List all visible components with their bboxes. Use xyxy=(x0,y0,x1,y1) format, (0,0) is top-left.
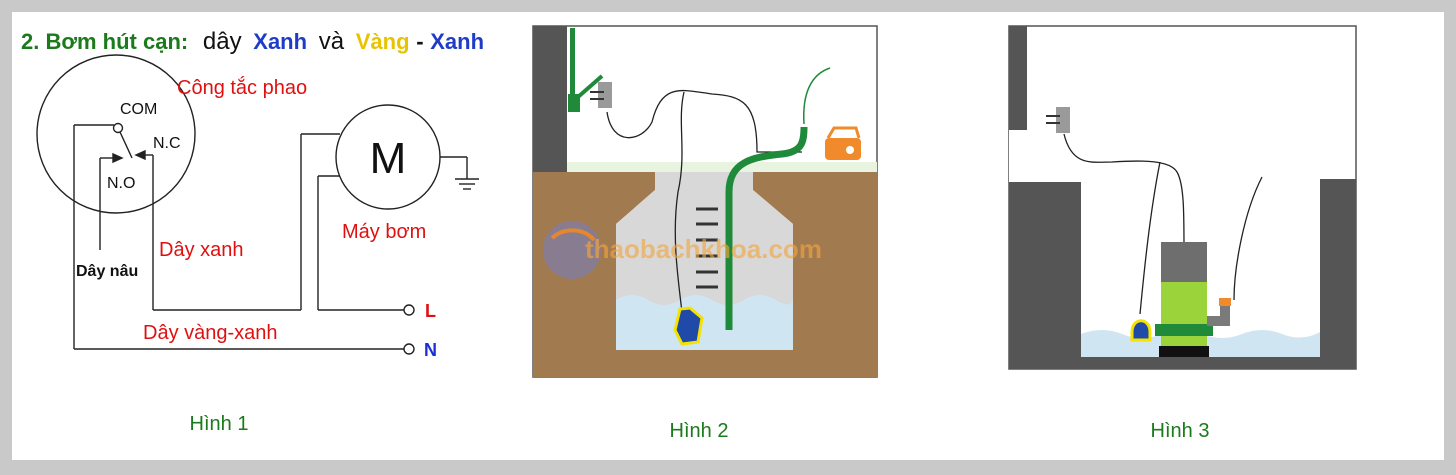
figure2-sump: thaobachkhoa.com xyxy=(532,25,878,378)
terminal-n-label: N xyxy=(424,340,437,360)
motor-symbol: M xyxy=(370,134,407,183)
figure2-orange-dot xyxy=(846,146,854,154)
figure3-outlet-pipe xyxy=(1207,316,1221,326)
figure3-pump-band xyxy=(1155,324,1213,336)
figure2-green-box xyxy=(568,94,580,112)
figure3-floor xyxy=(1081,357,1320,369)
figure3-outlet-cap xyxy=(1219,298,1231,306)
pump-label: Máy bơm xyxy=(342,221,426,243)
figure3-outlet-riser xyxy=(1220,304,1230,326)
figure3-ledge xyxy=(1009,130,1081,182)
figure2-cable xyxy=(606,89,802,153)
canvas: 2. Bơm hút cạn: dây Xanh và Vàng - Xanh xyxy=(12,12,1444,460)
figure3-pit xyxy=(1008,25,1357,370)
figure3-float-ball xyxy=(1130,319,1152,342)
figure3-cable-pump xyxy=(1063,133,1185,251)
nc-arrow-head xyxy=(134,149,146,161)
brown-wire-label: Dây nâu xyxy=(76,263,138,280)
figure2-float-ball xyxy=(673,306,704,346)
no-label: N.O xyxy=(107,175,135,192)
terminal-l-label: L xyxy=(425,301,436,321)
figure3-pump-lower xyxy=(1161,336,1207,346)
figure3-pump-base xyxy=(1159,346,1209,357)
no-arrow-head xyxy=(112,152,124,164)
title-prefix: 2. Bơm hút cạn: xyxy=(21,29,188,54)
figure2-watermark: thaobachkhoa.com xyxy=(543,221,822,279)
figure2-socket-box xyxy=(598,82,612,108)
figure3-hose-line xyxy=(1233,176,1263,301)
figure2-scale-marks xyxy=(696,207,718,289)
figure3-upper-wall xyxy=(1009,26,1027,130)
diagram-stage: 2. Bơm hút cạn: dây Xanh và Vàng - Xanh xyxy=(21,25,1357,442)
figure2-caption: Hình 2 xyxy=(670,420,729,442)
page-title: 2. Bơm hút cạn: dây Xanh và Vàng - Xanh xyxy=(21,28,484,55)
figure3-socket-box xyxy=(1056,107,1070,133)
float-switch-circle xyxy=(36,54,196,214)
title-word-dash: - xyxy=(416,29,423,54)
float-switch-label: Công tắc phao xyxy=(177,76,307,99)
title-word-va: và xyxy=(319,28,345,55)
figure2-hose-thin xyxy=(803,67,831,125)
figure1-caption: Hình 1 xyxy=(190,413,249,435)
figure1-wiring xyxy=(36,54,479,355)
title-word-xanh2: Xanh xyxy=(430,29,484,54)
figure3-cable-float xyxy=(1139,161,1161,315)
figure3-lower-left-wall xyxy=(1009,182,1081,369)
figure2-orange-pump xyxy=(825,138,861,160)
figure2-water xyxy=(616,295,793,350)
com-label: COM xyxy=(120,101,157,118)
watermark-logo-swoosh xyxy=(550,228,596,242)
figure2-wall xyxy=(533,26,567,172)
figure3-caption: Hình 3 xyxy=(1151,420,1210,442)
terminal-l-dot xyxy=(403,304,415,316)
figure3-right-wall xyxy=(1320,179,1356,369)
figure2-grass xyxy=(567,162,877,172)
title-word-day: dây xyxy=(203,28,242,55)
figure2-float-cable xyxy=(674,91,685,313)
title-word-xanh: Xanh xyxy=(253,29,307,54)
watermark-text: thaobachkhoa.com xyxy=(585,234,822,264)
figure3-pump-body xyxy=(1161,282,1207,326)
switch-lever xyxy=(119,131,133,159)
nc-label: N.C xyxy=(153,135,181,152)
title-word-vang: Vàng xyxy=(356,29,410,54)
blue-wire-label: Dây xanh xyxy=(159,239,244,261)
yellow-green-wire-label: Dây vàng-xanh xyxy=(143,322,278,344)
figure2-orange-handle xyxy=(826,126,861,139)
figure3-pump-top xyxy=(1161,242,1207,282)
figure2-hose xyxy=(725,126,808,330)
com-contact xyxy=(112,122,124,134)
figure2-soil xyxy=(533,172,877,377)
figure2-green-pole xyxy=(570,28,575,108)
terminal-n-dot xyxy=(403,343,415,355)
